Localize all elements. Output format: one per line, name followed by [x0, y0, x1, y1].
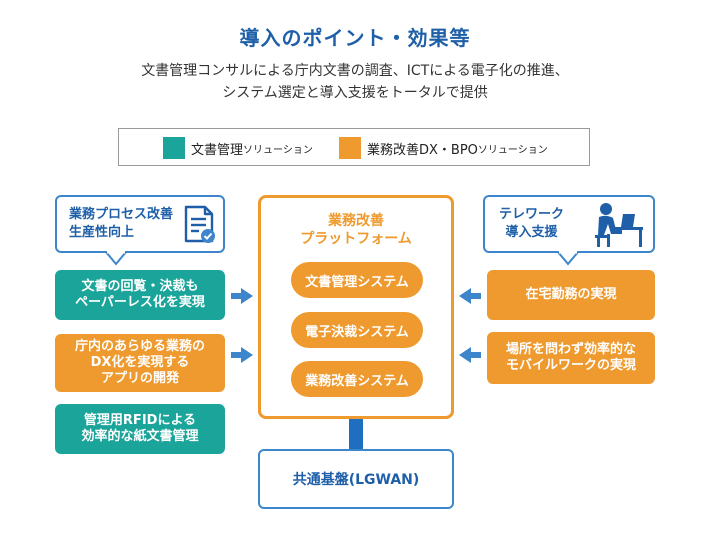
left-box-1-line-2: ペーパーレス化を実現 — [75, 295, 205, 310]
right-callout-line-2: 導入支援 — [505, 225, 558, 240]
left-callout: 業務プロセス改善 生産性向上 — [55, 195, 225, 253]
legend-label-orange-main: 業務改善DX・BPO — [367, 142, 478, 158]
subtitle: 文書管理コンサルによる庁内文書の調査、ICTによる電子化の推進、 システム選定と… — [0, 60, 710, 104]
subtitle-line-1: 文書管理コンサルによる庁内文書の調査、ICTによる電子化の推進、 — [141, 63, 569, 79]
system-business-improvement: 業務改善システム — [291, 361, 423, 397]
right-box-mobile-work: 場所を問わず効率的な モバイルワークの実現 — [487, 332, 655, 384]
arrow-right-icon — [231, 347, 253, 363]
left-callout-text: 業務プロセス改善 生産性向上 — [69, 206, 173, 242]
left-callout-line-1: 業務プロセス改善 — [69, 207, 174, 222]
right-callout: テレワーク 導入支援 — [483, 195, 655, 253]
left-box-rfid: 管理用RFIDによる 効率的な紙文書管理 — [55, 404, 225, 454]
left-box-3-line-2: 効率的な紙文書管理 — [81, 429, 199, 444]
legend-label-teal-small: ソリューション — [243, 144, 313, 156]
right-box-remote-work: 在宅勤務の実現 — [487, 270, 655, 320]
platform-title-line-1: 業務改善 — [328, 213, 384, 229]
left-box-2-line-1: 庁内のあらゆる業務の — [74, 339, 205, 354]
left-box-3-line-1: 管理用RFIDによる — [83, 413, 197, 428]
arrow-right-icon — [231, 288, 253, 304]
legend-swatch-teal — [163, 137, 185, 159]
left-box-1-line-1: 文書の回覧・決裁も — [81, 279, 199, 294]
legend-item-document-management: 文書管理ソリューション — [163, 137, 313, 159]
system-document-management: 文書管理システム — [291, 262, 423, 298]
right-box-1-line-1: 在宅勤務の実現 — [525, 287, 617, 302]
right-box-2-line-1: 場所を問わず効率的な — [505, 342, 636, 357]
legend-swatch-orange — [339, 137, 361, 159]
left-callout-line-2: 生産性向上 — [69, 225, 135, 240]
left-box-2-line-2: DX化を実現する — [90, 355, 190, 370]
left-box-2-line-3: アプリの開発 — [100, 371, 179, 386]
platform-base-connector — [349, 419, 363, 449]
page-title: 導入のポイント・効果等 — [239, 26, 471, 50]
person-at-desk-icon — [595, 203, 643, 247]
subtitle-line-2: システム選定と導入支援をトータルで提供 — [222, 85, 488, 101]
checklist-document-icon — [184, 205, 215, 243]
left-callout-pointer — [105, 250, 127, 266]
left-box-dx-apps: 庁内のあらゆる業務の DX化を実現する アプリの開発 — [55, 334, 225, 392]
platform-title-line-2: プラットフォーム — [300, 231, 412, 247]
business-improvement-platform: 業務改善 プラットフォーム 文書管理システム 電子決裁システム 業務改善システム — [258, 195, 454, 419]
right-callout-text: テレワーク 導入支援 — [499, 206, 564, 242]
arrow-left-icon — [459, 347, 481, 363]
common-infrastructure-lgwan: 共通基盤(LGWAN) — [258, 449, 454, 509]
system-electronic-approval: 電子決裁システム — [291, 312, 423, 348]
left-box-paperless: 文書の回覧・決裁も ペーパーレス化を実現 — [55, 270, 225, 320]
arrow-left-icon — [459, 288, 481, 304]
platform-title: 業務改善 プラットフォーム — [261, 212, 451, 248]
right-callout-line-1: テレワーク — [499, 207, 565, 222]
right-box-2-line-2: モバイルワークの実現 — [505, 358, 636, 373]
legend-label-orange-small: ソリューション — [477, 144, 548, 156]
legend-label-teal-main: 文書管理 — [191, 142, 244, 158]
right-callout-pointer — [557, 250, 579, 266]
